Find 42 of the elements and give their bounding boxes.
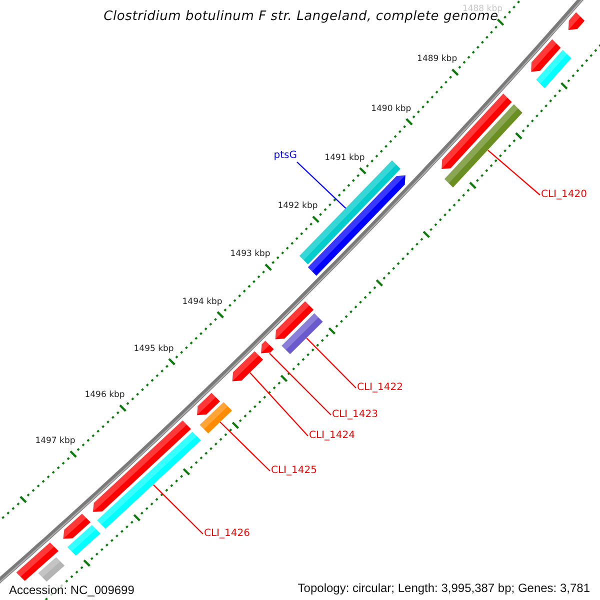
gene-feature bbox=[275, 301, 314, 340]
gene-label: CLI_1422 bbox=[357, 382, 403, 394]
gene-feature bbox=[568, 12, 585, 30]
gene-label: CLI_1420 bbox=[541, 189, 587, 201]
gene-label: CLI_1423 bbox=[332, 409, 378, 421]
gene-label: CLI_1426 bbox=[204, 528, 250, 540]
leader-line bbox=[488, 150, 540, 196]
gene-feature bbox=[197, 392, 220, 416]
scale-label: 1497 kbp bbox=[35, 436, 76, 446]
leader-line bbox=[269, 352, 332, 416]
gene-band bbox=[282, 313, 323, 354]
scale-label: 1496 kbp bbox=[84, 390, 125, 400]
gene-feature bbox=[442, 94, 512, 169]
scale-label: 1494 kbp bbox=[182, 296, 222, 307]
leader-line bbox=[153, 484, 204, 534]
gene-band bbox=[299, 160, 400, 264]
gene-feature bbox=[232, 351, 264, 382]
leader-line bbox=[220, 422, 270, 472]
gene-feature bbox=[63, 514, 90, 539]
leader-line bbox=[296, 162, 346, 209]
scale-label: 1495 kbp bbox=[134, 344, 174, 354]
gene-label: CLI_1424 bbox=[309, 430, 355, 442]
gene-feature bbox=[261, 340, 274, 354]
gene-label: ptsG bbox=[274, 150, 297, 162]
scale-label: 1489 kbp bbox=[417, 54, 458, 64]
gene-band bbox=[200, 402, 232, 434]
gene-feature bbox=[531, 39, 561, 72]
gene-feature bbox=[16, 542, 58, 581]
scale-label: 1492 kbp bbox=[278, 201, 318, 212]
gene-feature bbox=[92, 420, 191, 512]
gene-band bbox=[536, 50, 572, 88]
leader-line bbox=[306, 338, 356, 388]
genome-stats-label: Topology: circular; Length: 3,995,387 bp; Genes: 3,781 bbox=[298, 580, 590, 596]
gene-band bbox=[67, 525, 100, 556]
scale-label: 1490 kbp bbox=[371, 104, 412, 114]
gene-label: CLI_1425 bbox=[271, 465, 317, 477]
gene-band bbox=[38, 557, 65, 582]
gene-band bbox=[444, 104, 522, 188]
scale-label: 1491 kbp bbox=[324, 152, 365, 163]
scale-label: 1493 kbp bbox=[230, 249, 270, 260]
gene-band bbox=[97, 432, 201, 529]
leader-line bbox=[249, 372, 308, 436]
